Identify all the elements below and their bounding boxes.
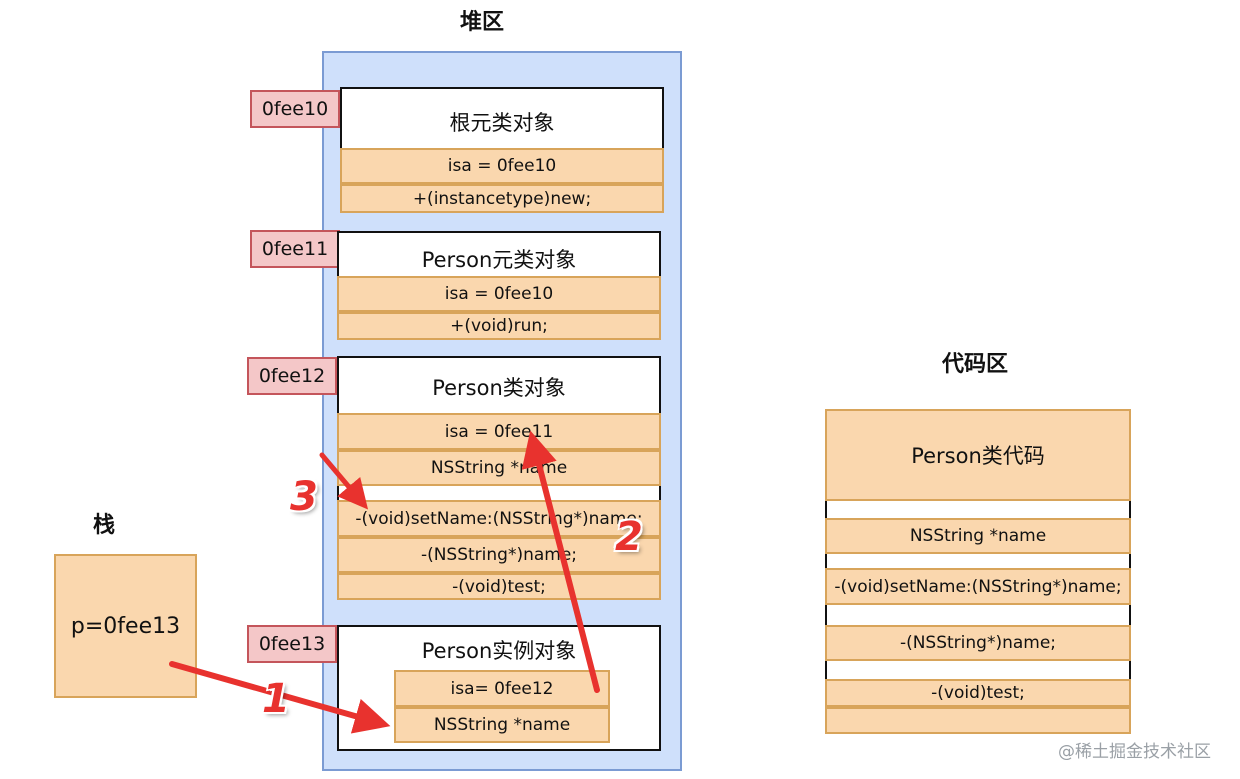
object-field: isa= 0fee12	[394, 670, 610, 707]
object-method: +(void)run;	[337, 312, 661, 340]
code-area-title: 代码区	[942, 352, 1009, 377]
object-title: Person类对象	[432, 376, 566, 400]
object-field: NSString *name	[337, 450, 661, 486]
object-method: +(instancetype)new;	[340, 184, 664, 213]
code-row: -(void)setName:(NSString*)name;	[825, 568, 1131, 605]
address-badge: 0fee10	[250, 90, 340, 128]
address-badge: 0fee12	[247, 357, 337, 395]
watermark: @稀土掘金技术社区	[1058, 742, 1211, 762]
code-row: NSString *name	[825, 518, 1131, 554]
address-badge: 0fee13	[247, 625, 337, 663]
object-title: Person元类对象	[421, 248, 577, 272]
object-method: -(void)setName:(NSString*)name;	[337, 500, 661, 537]
stack-variable: p=0fee13	[54, 554, 197, 698]
object-title: Person实例对象	[421, 639, 577, 663]
arrow-1-label: 1	[262, 676, 290, 722]
code-row: -(NSString*)name;	[825, 625, 1131, 661]
object-title: 根元类对象	[449, 111, 555, 135]
code-spacer	[825, 661, 1131, 679]
object-field: NSString *name	[394, 707, 610, 743]
code-spacer	[825, 605, 1131, 625]
object-field: isa = 0fee10	[340, 148, 664, 184]
object-method: -(NSString*)name;	[337, 537, 661, 573]
code-row-empty	[825, 707, 1131, 734]
code-block: Person类代码 NSString *name -(void)setName:…	[825, 409, 1131, 734]
code-block-title: Person类代码	[825, 409, 1131, 501]
address-badge: 0fee11	[250, 230, 340, 268]
arrow-3-label: 3	[290, 474, 318, 520]
object-field: isa = 0fee10	[337, 276, 661, 312]
stack-title: 栈	[93, 513, 116, 538]
object-method: -(void)test;	[337, 573, 661, 600]
arrow-2-label: 2	[615, 514, 643, 560]
code-spacer	[825, 554, 1131, 568]
object-field: isa = 0fee11	[337, 413, 661, 450]
heap-area-title: 堆区	[460, 10, 505, 35]
code-row: -(void)test;	[825, 679, 1131, 707]
